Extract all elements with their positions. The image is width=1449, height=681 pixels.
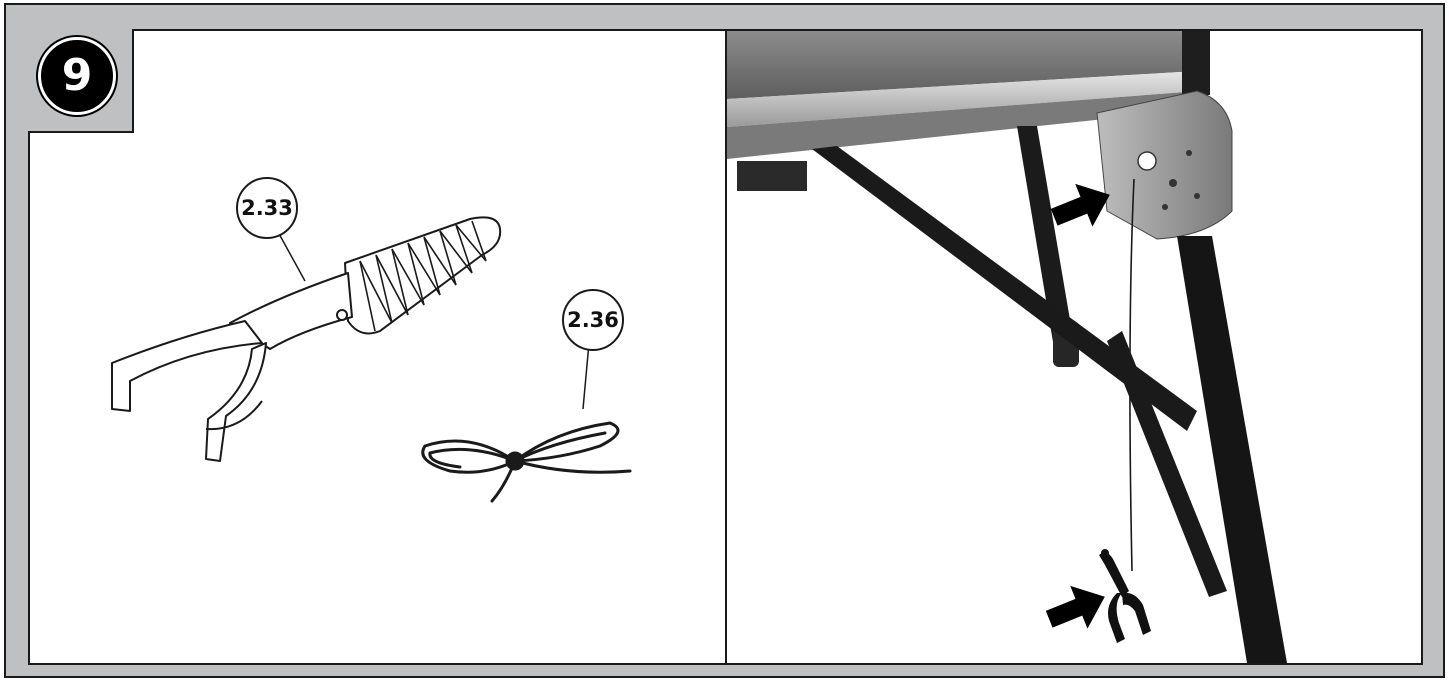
parts-drawing [30, 31, 725, 663]
string-coil-drawing [423, 423, 630, 501]
step-tab: 9 [28, 29, 134, 133]
instruction-sheet: 2.33 2.36 [4, 3, 1445, 678]
fork-tool-drawing [112, 217, 500, 461]
part-callout-2-36: 2.36 [562, 289, 624, 351]
table-leg [1177, 236, 1287, 663]
photo-panel [725, 29, 1423, 665]
arrow-right-icon [1050, 181, 1114, 231]
step-number-badge: 9 [38, 37, 116, 115]
leg-bracket [1097, 91, 1232, 239]
part-callout-2-33: 2.33 [236, 177, 298, 239]
callout-leader-2-36 [583, 343, 589, 409]
arrow-right-icon [1045, 583, 1109, 633]
table-leg-photo [727, 31, 1421, 663]
